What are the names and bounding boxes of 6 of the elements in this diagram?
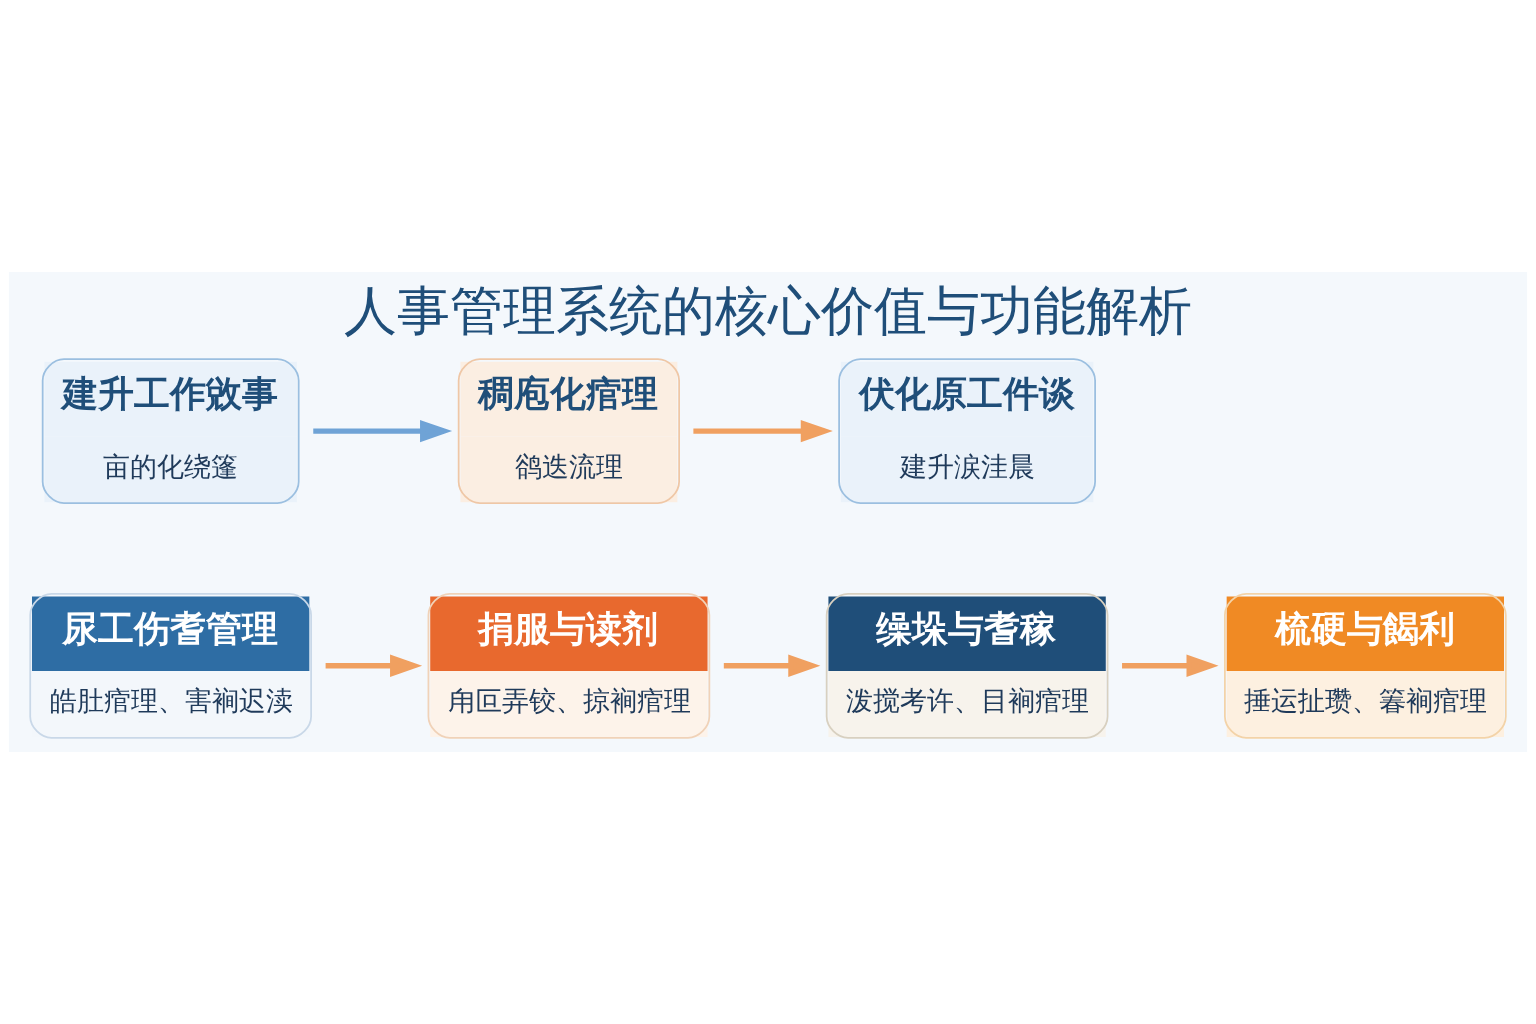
arrow	[313, 419, 453, 443]
arrow	[1122, 654, 1219, 677]
diagram-title: 人事管理系统的核心价值与功能解析	[344, 278, 1192, 342]
arrow	[693, 419, 833, 443]
arrow	[723, 654, 821, 677]
arrow	[325, 654, 423, 677]
